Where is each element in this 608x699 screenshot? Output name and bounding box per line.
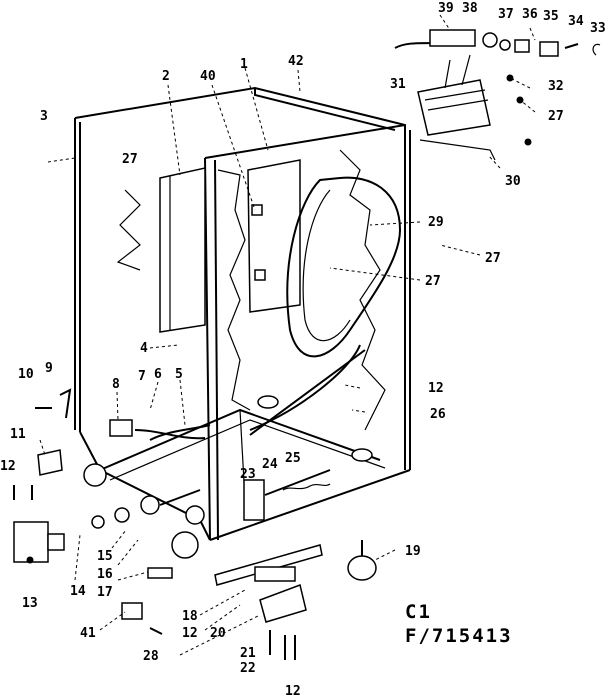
label-21: 21 <box>240 646 256 661</box>
label-1: 1 <box>240 57 248 72</box>
label-27-mid: 27 <box>485 251 501 266</box>
label-22: 22 <box>240 661 256 676</box>
label-23: 23 <box>240 467 256 482</box>
label-13: 13 <box>22 596 38 611</box>
label-37: 37 <box>498 7 514 22</box>
label-16: 16 <box>97 567 113 582</box>
label-9: 9 <box>45 361 53 376</box>
lower-hardware <box>13 388 377 660</box>
label-3: 3 <box>40 109 48 124</box>
label-7: 7 <box>138 369 146 384</box>
label-12-right: 12 <box>428 381 444 396</box>
label-33: 33 <box>590 21 606 36</box>
label-35: 35 <box>543 9 559 24</box>
label-41: 41 <box>80 626 96 641</box>
reference-code: C1 F/715413 <box>405 601 513 647</box>
label-40: 40 <box>200 69 216 84</box>
label-25: 25 <box>285 451 301 466</box>
label-24: 24 <box>262 457 278 472</box>
label-2: 2 <box>162 69 170 84</box>
reference-line-1: C1 <box>405 601 432 623</box>
label-28: 28 <box>143 649 159 664</box>
label-6: 6 <box>154 367 162 382</box>
inner-components <box>83 159 402 559</box>
leader-lines <box>39 14 536 656</box>
cabinet-frame <box>74 86 411 541</box>
label-34: 34 <box>568 14 584 29</box>
label-29: 29 <box>428 215 444 230</box>
label-12-base: 12 <box>285 684 301 699</box>
label-39: 39 <box>438 1 454 16</box>
label-11: 11 <box>10 427 26 442</box>
reference-line-2: F/715413 <box>405 625 513 647</box>
label-4: 4 <box>140 341 148 356</box>
label-31: 31 <box>390 77 406 92</box>
label-18: 18 <box>182 609 198 624</box>
label-8: 8 <box>112 377 120 392</box>
label-12-bottom: 12 <box>182 626 198 641</box>
control-assembly <box>394 29 601 161</box>
label-5: 5 <box>175 367 183 382</box>
label-27-top: 27 <box>548 109 564 124</box>
label-17: 17 <box>97 585 113 600</box>
label-32: 32 <box>548 79 564 94</box>
label-10: 10 <box>18 367 34 382</box>
label-30: 30 <box>505 174 521 189</box>
label-38: 38 <box>462 1 478 16</box>
label-26: 26 <box>430 407 446 422</box>
label-27-center: 27 <box>425 274 441 289</box>
label-36: 36 <box>522 7 538 22</box>
label-42: 42 <box>288 54 304 69</box>
label-14: 14 <box>70 584 86 599</box>
label-15: 15 <box>97 549 113 564</box>
label-27-left: 27 <box>122 152 138 167</box>
label-19: 19 <box>405 544 421 559</box>
label-20: 20 <box>210 626 226 641</box>
label-12-left: 12 <box>0 459 16 474</box>
